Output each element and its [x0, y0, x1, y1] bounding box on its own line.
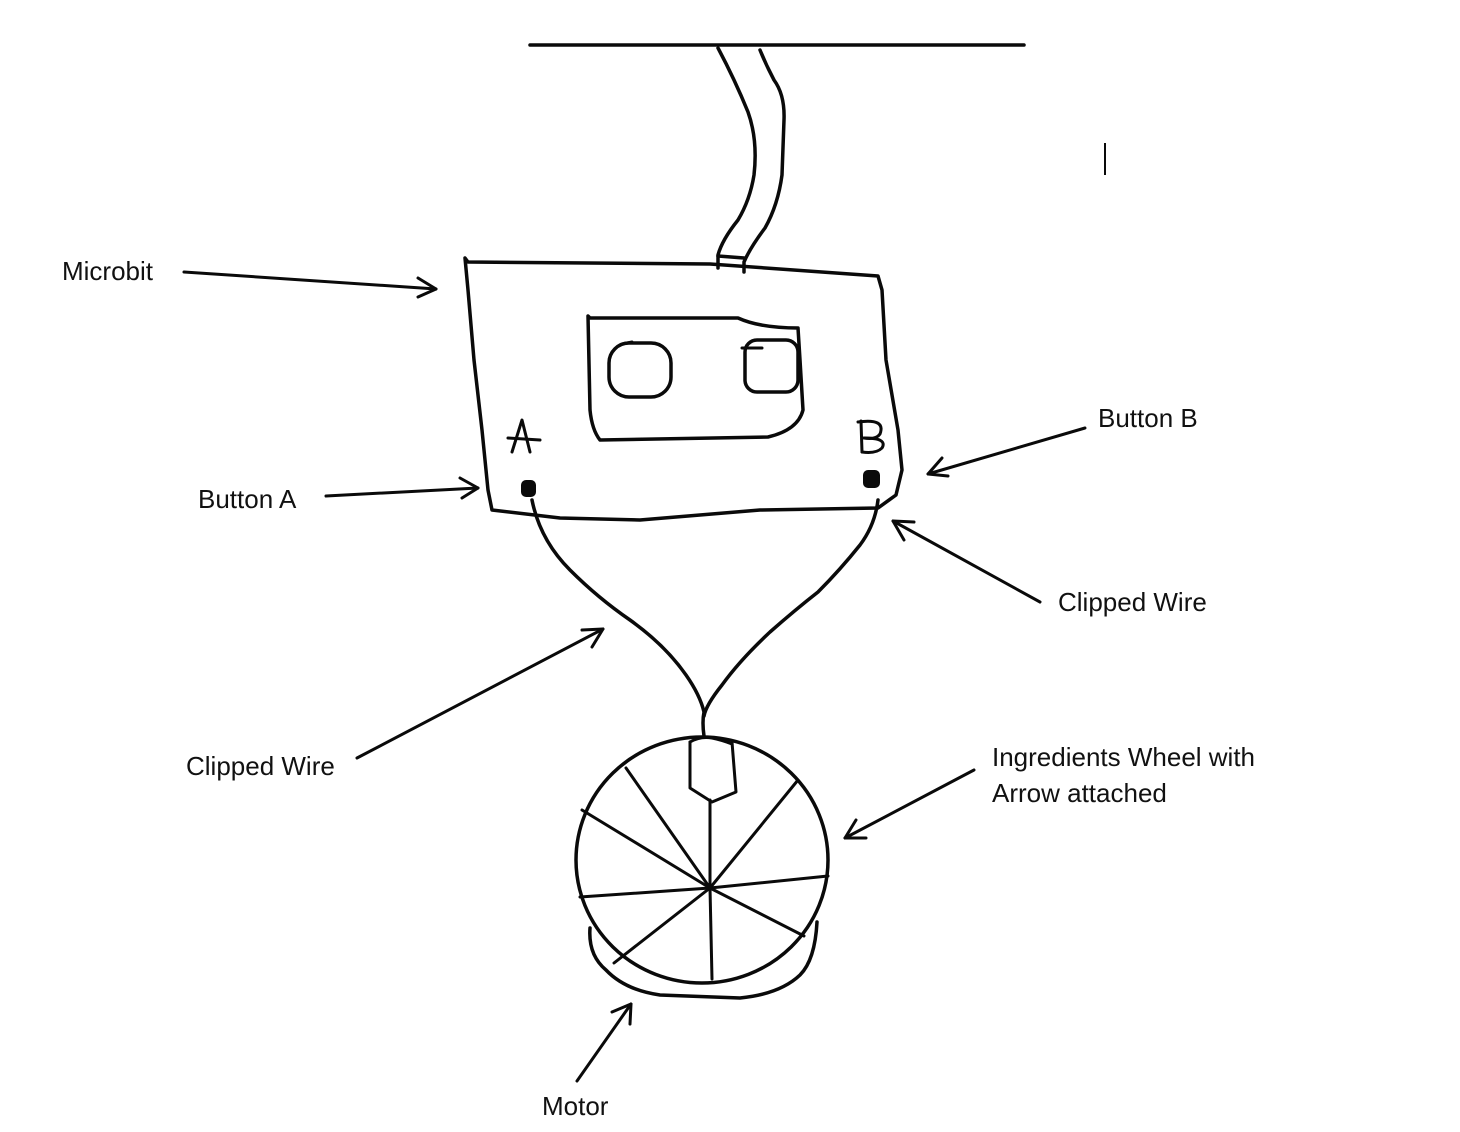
led-display-panel: [586, 314, 805, 442]
board-letter-b-text: B: [856, 418, 890, 454]
board-letter-b: [856, 419, 885, 454]
cable-connector: [716, 254, 746, 260]
arrow-clipped-wire-left: [355, 627, 605, 760]
led-eye-left-mark: [620, 340, 634, 346]
arrow-button-b: [926, 426, 1087, 478]
led-eye-right: [743, 338, 800, 394]
arrow-motor: [575, 1002, 633, 1083]
label-button-a: Button A: [198, 484, 297, 514]
wheel-pointer-arrow: [688, 740, 738, 804]
arrow-button-a: [324, 476, 480, 500]
label-wheel-line2: Arrow attached: [992, 778, 1167, 808]
motor-base: [588, 920, 819, 1000]
arrow-clipped-wire-right: [891, 519, 1042, 604]
pin-pad-a: [521, 480, 536, 497]
label-motor: Motor: [542, 1091, 609, 1121]
label-wheel-line1: Ingredients Wheel with: [992, 742, 1256, 772]
pin-pad-b: [863, 470, 880, 488]
label-clipped-wire-left: Clipped Wire: [186, 751, 335, 781]
label-clipped-wire-right: Clipped Wire: [1058, 587, 1207, 617]
board-letter-a-text: A: [508, 418, 542, 454]
arrow-microbit: [182, 270, 438, 299]
clipped-wire-left-line: [530, 498, 706, 738]
label-microbit: Microbit: [62, 256, 154, 286]
ingredients-wheel: [574, 735, 830, 985]
wheel-pointer-cap: [688, 736, 734, 746]
arrow-ingredients-wheel: [843, 768, 976, 840]
hanging-cable-right: [742, 48, 786, 274]
led-eye-left: [607, 341, 673, 399]
hanging-cable-left: [716, 46, 757, 270]
board-letter-a: [506, 418, 542, 454]
clipped-wire-right-line: [702, 498, 880, 718]
wheel-spokes: [578, 766, 830, 981]
label-button-b: Button B: [1098, 403, 1198, 433]
